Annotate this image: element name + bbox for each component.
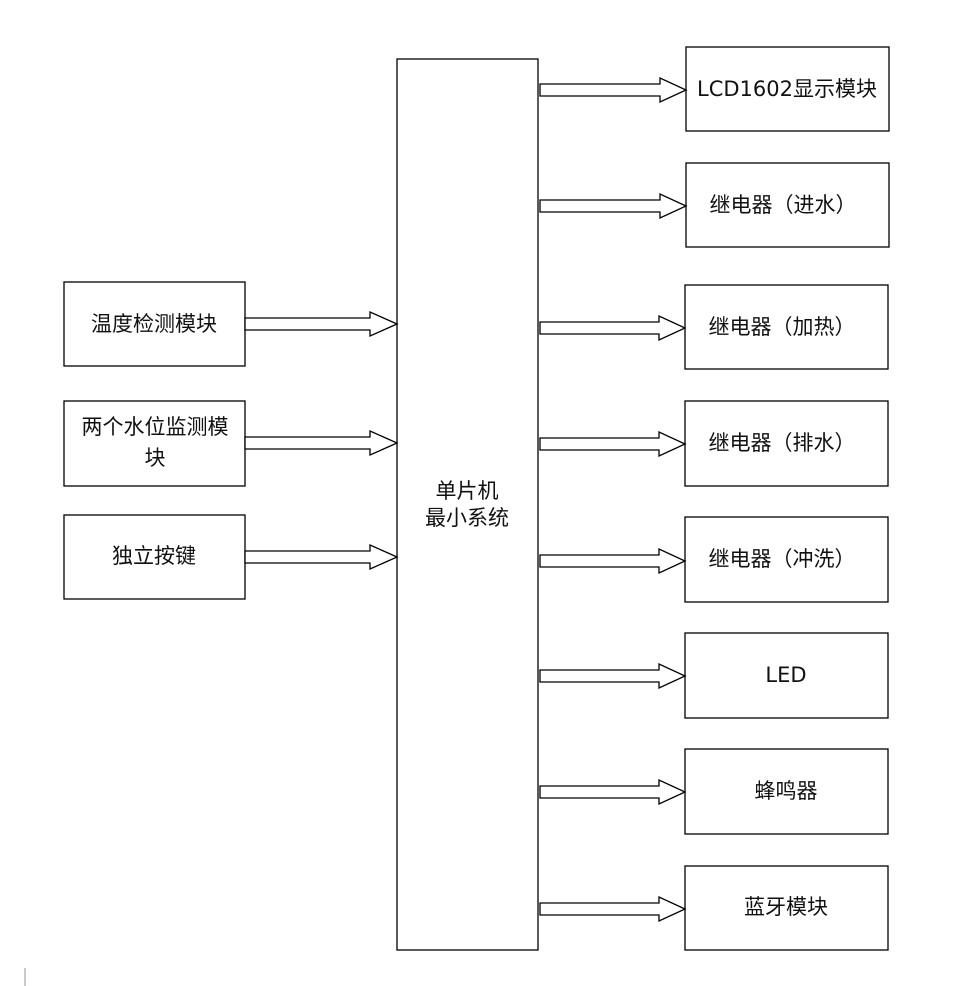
output-label-relay-flush: 继电器（冲洗） xyxy=(709,547,856,571)
output-box-relay-flush xyxy=(684,516,889,603)
arrow-mcu-to-led xyxy=(539,662,687,690)
input-box-water-level xyxy=(63,400,246,487)
output-label-lcd: LCD1602显示模块 xyxy=(697,77,877,101)
input-label-water-level-2: 块 xyxy=(145,446,166,470)
output-label-relay-inlet: 继电器（进水） xyxy=(710,193,857,217)
input-label-keys: 独立按键 xyxy=(112,544,196,568)
arrow-mcu-to-relay-inlet xyxy=(539,192,688,220)
arrow-mcu-to-relay-heat xyxy=(539,314,687,342)
output-box-relay-drain xyxy=(684,400,889,487)
mcu-label-line1: 单片机 xyxy=(436,479,499,503)
arrow-mcu-to-relay-drain xyxy=(539,430,687,458)
output-label-buzzer: 蜂鸣器 xyxy=(755,779,818,803)
arrow-mcu-to-relay-flush xyxy=(539,547,687,575)
input-label-water-level-1: 两个水位监测模 xyxy=(82,415,229,439)
output-label-led: LED xyxy=(765,663,806,687)
mcu-box xyxy=(396,58,539,951)
arrow-temp-to-mcu xyxy=(244,310,399,338)
arrow-keys-to-mcu xyxy=(244,543,399,571)
output-box-lcd xyxy=(685,46,890,132)
input-box-keys xyxy=(63,514,246,600)
output-box-relay-heat xyxy=(684,284,889,370)
output-label-relay-drain: 继电器（排水） xyxy=(709,431,856,455)
arrow-mcu-to-bluetooth xyxy=(539,895,687,923)
arrow-mcu-to-lcd xyxy=(539,76,688,104)
mcu-label-line2: 最小系统 xyxy=(425,506,509,530)
output-label-relay-heat: 继电器（加热） xyxy=(709,315,856,339)
output-box-bluetooth xyxy=(684,865,889,951)
output-box-relay-inlet xyxy=(685,162,890,248)
input-box-temp xyxy=(63,281,246,367)
input-label-temp: 温度检测模块 xyxy=(91,312,217,336)
output-label-bluetooth: 蓝牙模块 xyxy=(744,895,828,919)
arrow-water-level-to-mcu xyxy=(244,429,399,457)
arrow-mcu-to-buzzer xyxy=(539,778,687,806)
